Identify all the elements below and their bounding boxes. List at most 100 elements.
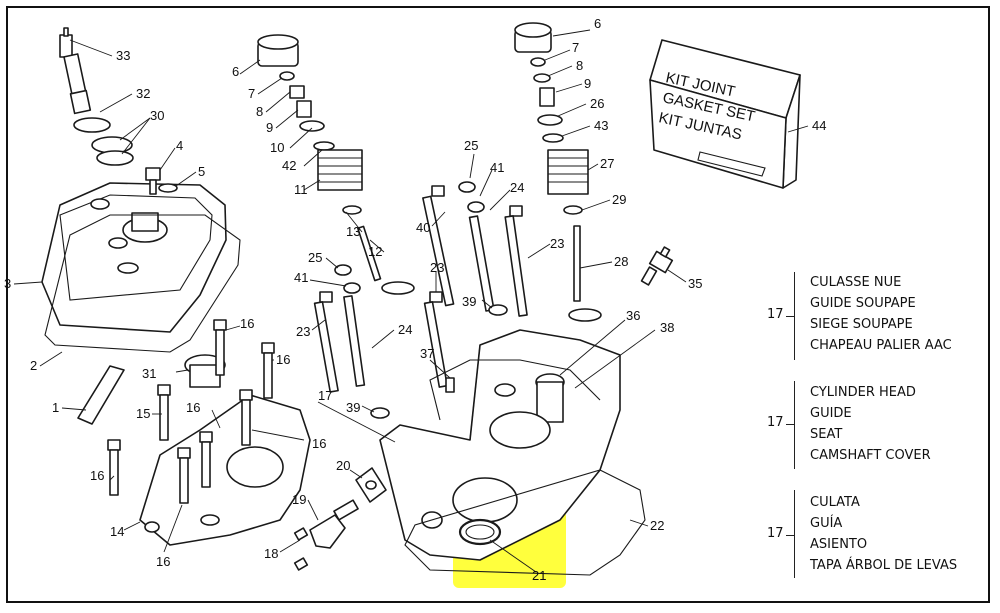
- chain-tensioner: [293, 467, 387, 571]
- callout-31: 31: [142, 366, 156, 381]
- callout-16-c: 16: [276, 352, 290, 367]
- head-studs-left: [313, 181, 528, 419]
- temp-sensor: [640, 246, 674, 286]
- legend-es-tick: [786, 535, 794, 536]
- insert-31-body: [189, 364, 221, 388]
- callout-16-a: 16: [186, 400, 200, 415]
- valve-train-right: [514, 22, 602, 322]
- callout-23-left: 23: [296, 324, 310, 339]
- callout-22: 22: [650, 518, 664, 533]
- callout-37: 37: [420, 346, 434, 361]
- legend-fr-item: CHAPEAU PALIER AAC: [810, 338, 952, 353]
- callout-4: 4: [176, 138, 183, 153]
- callout-6-left: 6: [232, 64, 239, 79]
- callout-9-left: 9: [266, 120, 273, 135]
- legend-es-item: TAPA ÁRBOL DE LEVAS: [810, 558, 958, 573]
- callout-14: 14: [110, 524, 124, 539]
- callout-3: 3: [4, 276, 11, 291]
- cylinder-head-cover: [41, 182, 227, 333]
- cylinder-head: [379, 329, 621, 561]
- callout-39-right: 39: [462, 294, 476, 309]
- callout-6-right: 6: [594, 16, 601, 31]
- callout-38: 38: [660, 320, 674, 335]
- spark-plug: [59, 27, 92, 115]
- camshaft-cover: [139, 394, 311, 546]
- callout-23-center: 23: [430, 260, 444, 275]
- callout-15: 15: [136, 406, 150, 421]
- valve-train-left: [257, 34, 415, 295]
- legend-english: CYLINDER HEAD GUIDE SEAT CAMSHAFT COVER: [810, 382, 931, 466]
- callout-8-right: 8: [576, 58, 583, 73]
- bolt-4: [145, 167, 161, 181]
- legend-es-item: CULATA: [810, 495, 860, 510]
- callout-42: 42: [282, 158, 296, 173]
- callout-43: 43: [594, 118, 608, 133]
- callout-9-right: 9: [584, 76, 591, 91]
- callout-40: 40: [416, 220, 430, 235]
- gasket-kit-box: KIT JOINT GASKET SET KIT JUNTAS: [649, 39, 801, 189]
- callout-1: 1: [52, 400, 59, 415]
- callout-16-f: 16: [156, 554, 170, 569]
- callout-23-right: 23: [550, 236, 564, 251]
- legend-fr-item: SIEGE SOUPAPE: [810, 317, 913, 332]
- callout-26: 26: [590, 96, 604, 111]
- legend-fr-item: CULASSE NUE: [810, 275, 902, 290]
- legend-en-ref: 17: [767, 415, 784, 430]
- legend-en-bracket: [794, 381, 795, 469]
- legend-en-item: CAMSHAFT COVER: [810, 448, 931, 463]
- callout-19: 19: [292, 492, 306, 507]
- callout-27: 27: [600, 156, 614, 171]
- legend-fr-item: GUIDE SOUPAPE: [810, 296, 916, 311]
- legend-es-ref: 17: [767, 526, 784, 541]
- callout-25-right: 25: [464, 138, 478, 153]
- callout-10: 10: [270, 140, 284, 155]
- head-gasket: [404, 469, 646, 576]
- leader-lines: [13, 29, 809, 573]
- callout-2: 2: [30, 358, 37, 373]
- callout-29: 29: [612, 192, 626, 207]
- legend-en-item: SEAT: [810, 427, 843, 442]
- callout-16-d: 16: [312, 436, 326, 451]
- o-ring-21: [458, 518, 502, 546]
- callout-35: 35: [688, 276, 702, 291]
- legend-fr-ref: 17: [767, 307, 784, 322]
- legend-fr-tick: [786, 316, 794, 317]
- cam-cover-bolts: [107, 319, 275, 504]
- cover-gasket: [44, 214, 241, 353]
- legend-french: CULASSE NUE GUIDE SOUPAPE SIEGE SOUPAPE …: [810, 272, 952, 356]
- callout-8-left: 8: [256, 104, 263, 119]
- callout-24-left: 24: [398, 322, 412, 337]
- legend-fr-bracket: [794, 272, 795, 360]
- callout-7-right: 7: [572, 40, 579, 55]
- callout-16-e: 16: [90, 468, 104, 483]
- legend-en-item: CYLINDER HEAD: [810, 385, 916, 400]
- callout-20: 20: [336, 458, 350, 473]
- callout-16-b: 16: [240, 316, 254, 331]
- callout-numbers: 33 32 30 4 5 3 2 1 6 7 8 9 10 42 11 13 1…: [4, 16, 826, 583]
- callout-39-left: 39: [346, 400, 360, 415]
- washer-5: [158, 183, 178, 193]
- callout-30: 30: [150, 108, 164, 123]
- callout-24-right: 24: [510, 180, 524, 195]
- callout-11: 11: [294, 182, 308, 197]
- callout-32: 32: [136, 86, 150, 101]
- plug-seal-32: [73, 117, 111, 133]
- callout-7-left: 7: [248, 86, 255, 101]
- callout-41-left: 41: [294, 270, 308, 285]
- callout-41-right: 41: [490, 160, 504, 175]
- callout-5: 5: [198, 164, 205, 179]
- o-ring-21-inner: [465, 524, 495, 540]
- callout-18: 18: [264, 546, 278, 561]
- legend-en-tick: [786, 424, 794, 425]
- legend-es-bracket: [794, 490, 795, 578]
- legend-en-item: GUIDE: [810, 406, 852, 421]
- legend-spanish: CULATA GUÍA ASIENTO TAPA ÁRBOL DE LEVAS: [810, 492, 957, 576]
- strap: [77, 365, 125, 425]
- callout-17: 17: [318, 388, 332, 403]
- callout-12: 12: [368, 244, 382, 259]
- legend-es-item: GUÍA: [810, 516, 843, 531]
- bolt-4-shank: [149, 179, 157, 195]
- o-ring-30b: [96, 150, 134, 166]
- callout-44: 44: [812, 118, 826, 133]
